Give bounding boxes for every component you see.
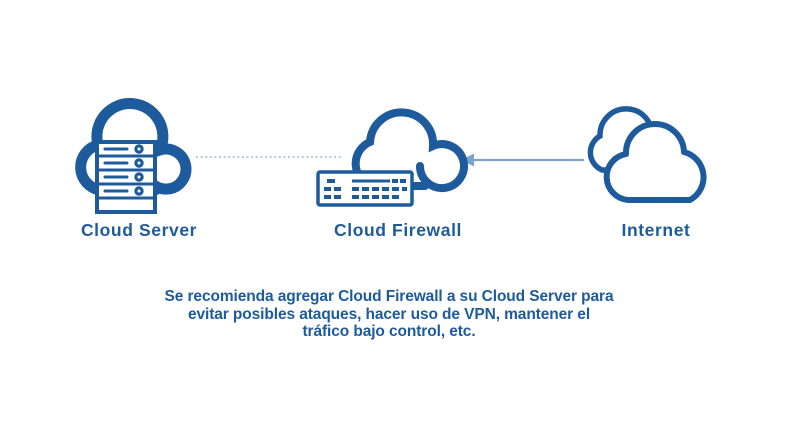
cloud-server-label: Cloud Server [80, 220, 198, 240]
server-cloud-outline [75, 98, 192, 196]
caption-line-3: tráfico bajo control, etc. [302, 323, 476, 340]
server-rack-icon [95, 140, 157, 214]
rack-led-circles [134, 144, 144, 196]
cloud-firewall-icon [316, 108, 468, 207]
internet-front-cloud-outline [603, 121, 707, 203]
rack-slot-lines [103, 147, 129, 193]
internet-label: Internet [621, 220, 691, 240]
cloud-server-icon [75, 98, 192, 214]
cloud-firewall-label: Cloud Firewall [334, 220, 462, 240]
arrowhead-left-icon [461, 153, 474, 167]
caption: Se recomienda agregar Cloud Firewall a s… [165, 288, 614, 341]
firewall-brick-box-icon [316, 170, 414, 207]
connector-internet-firewall-arrow [461, 153, 584, 167]
caption-line-1: Se recomienda agregar Cloud Firewall a s… [164, 288, 614, 305]
caption-line-2: evitar posibles ataques, hacer uso de VP… [187, 305, 591, 323]
internet-cloud-icon [587, 106, 707, 203]
firewall-brick-pattern [324, 179, 407, 199]
firewall-cloud-outline [351, 108, 468, 193]
